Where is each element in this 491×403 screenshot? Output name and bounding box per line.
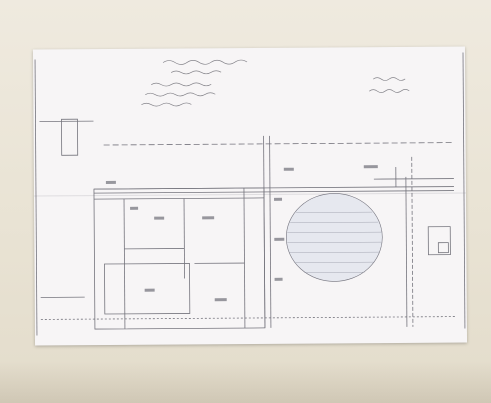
room-block bbox=[104, 263, 191, 315]
grid-line-a bbox=[103, 142, 454, 146]
building-block-left bbox=[93, 187, 266, 330]
left-border-line bbox=[34, 59, 38, 336]
floor-plan-drawing bbox=[34, 52, 466, 336]
left-column-block bbox=[61, 118, 79, 156]
corridor-line-2 bbox=[269, 135, 272, 328]
inner-wall-3 bbox=[183, 198, 185, 279]
inner-wall-1 bbox=[94, 197, 265, 200]
right-top-line bbox=[373, 178, 454, 180]
right-dashed-line bbox=[411, 156, 414, 327]
grid-line-c bbox=[93, 190, 454, 194]
right-border-line bbox=[462, 52, 466, 329]
floor-plan-sheet bbox=[32, 46, 468, 346]
table-shadow bbox=[0, 361, 491, 403]
right-tiny-box bbox=[437, 242, 449, 254]
bottom-dashed-line bbox=[40, 316, 455, 320]
right-small-room bbox=[427, 226, 451, 256]
inner-wall-4 bbox=[243, 188, 246, 329]
handwritten-header bbox=[141, 59, 410, 107]
right-wall-line bbox=[405, 176, 408, 327]
pond-area bbox=[285, 193, 383, 282]
corridor-line-1 bbox=[263, 135, 266, 328]
